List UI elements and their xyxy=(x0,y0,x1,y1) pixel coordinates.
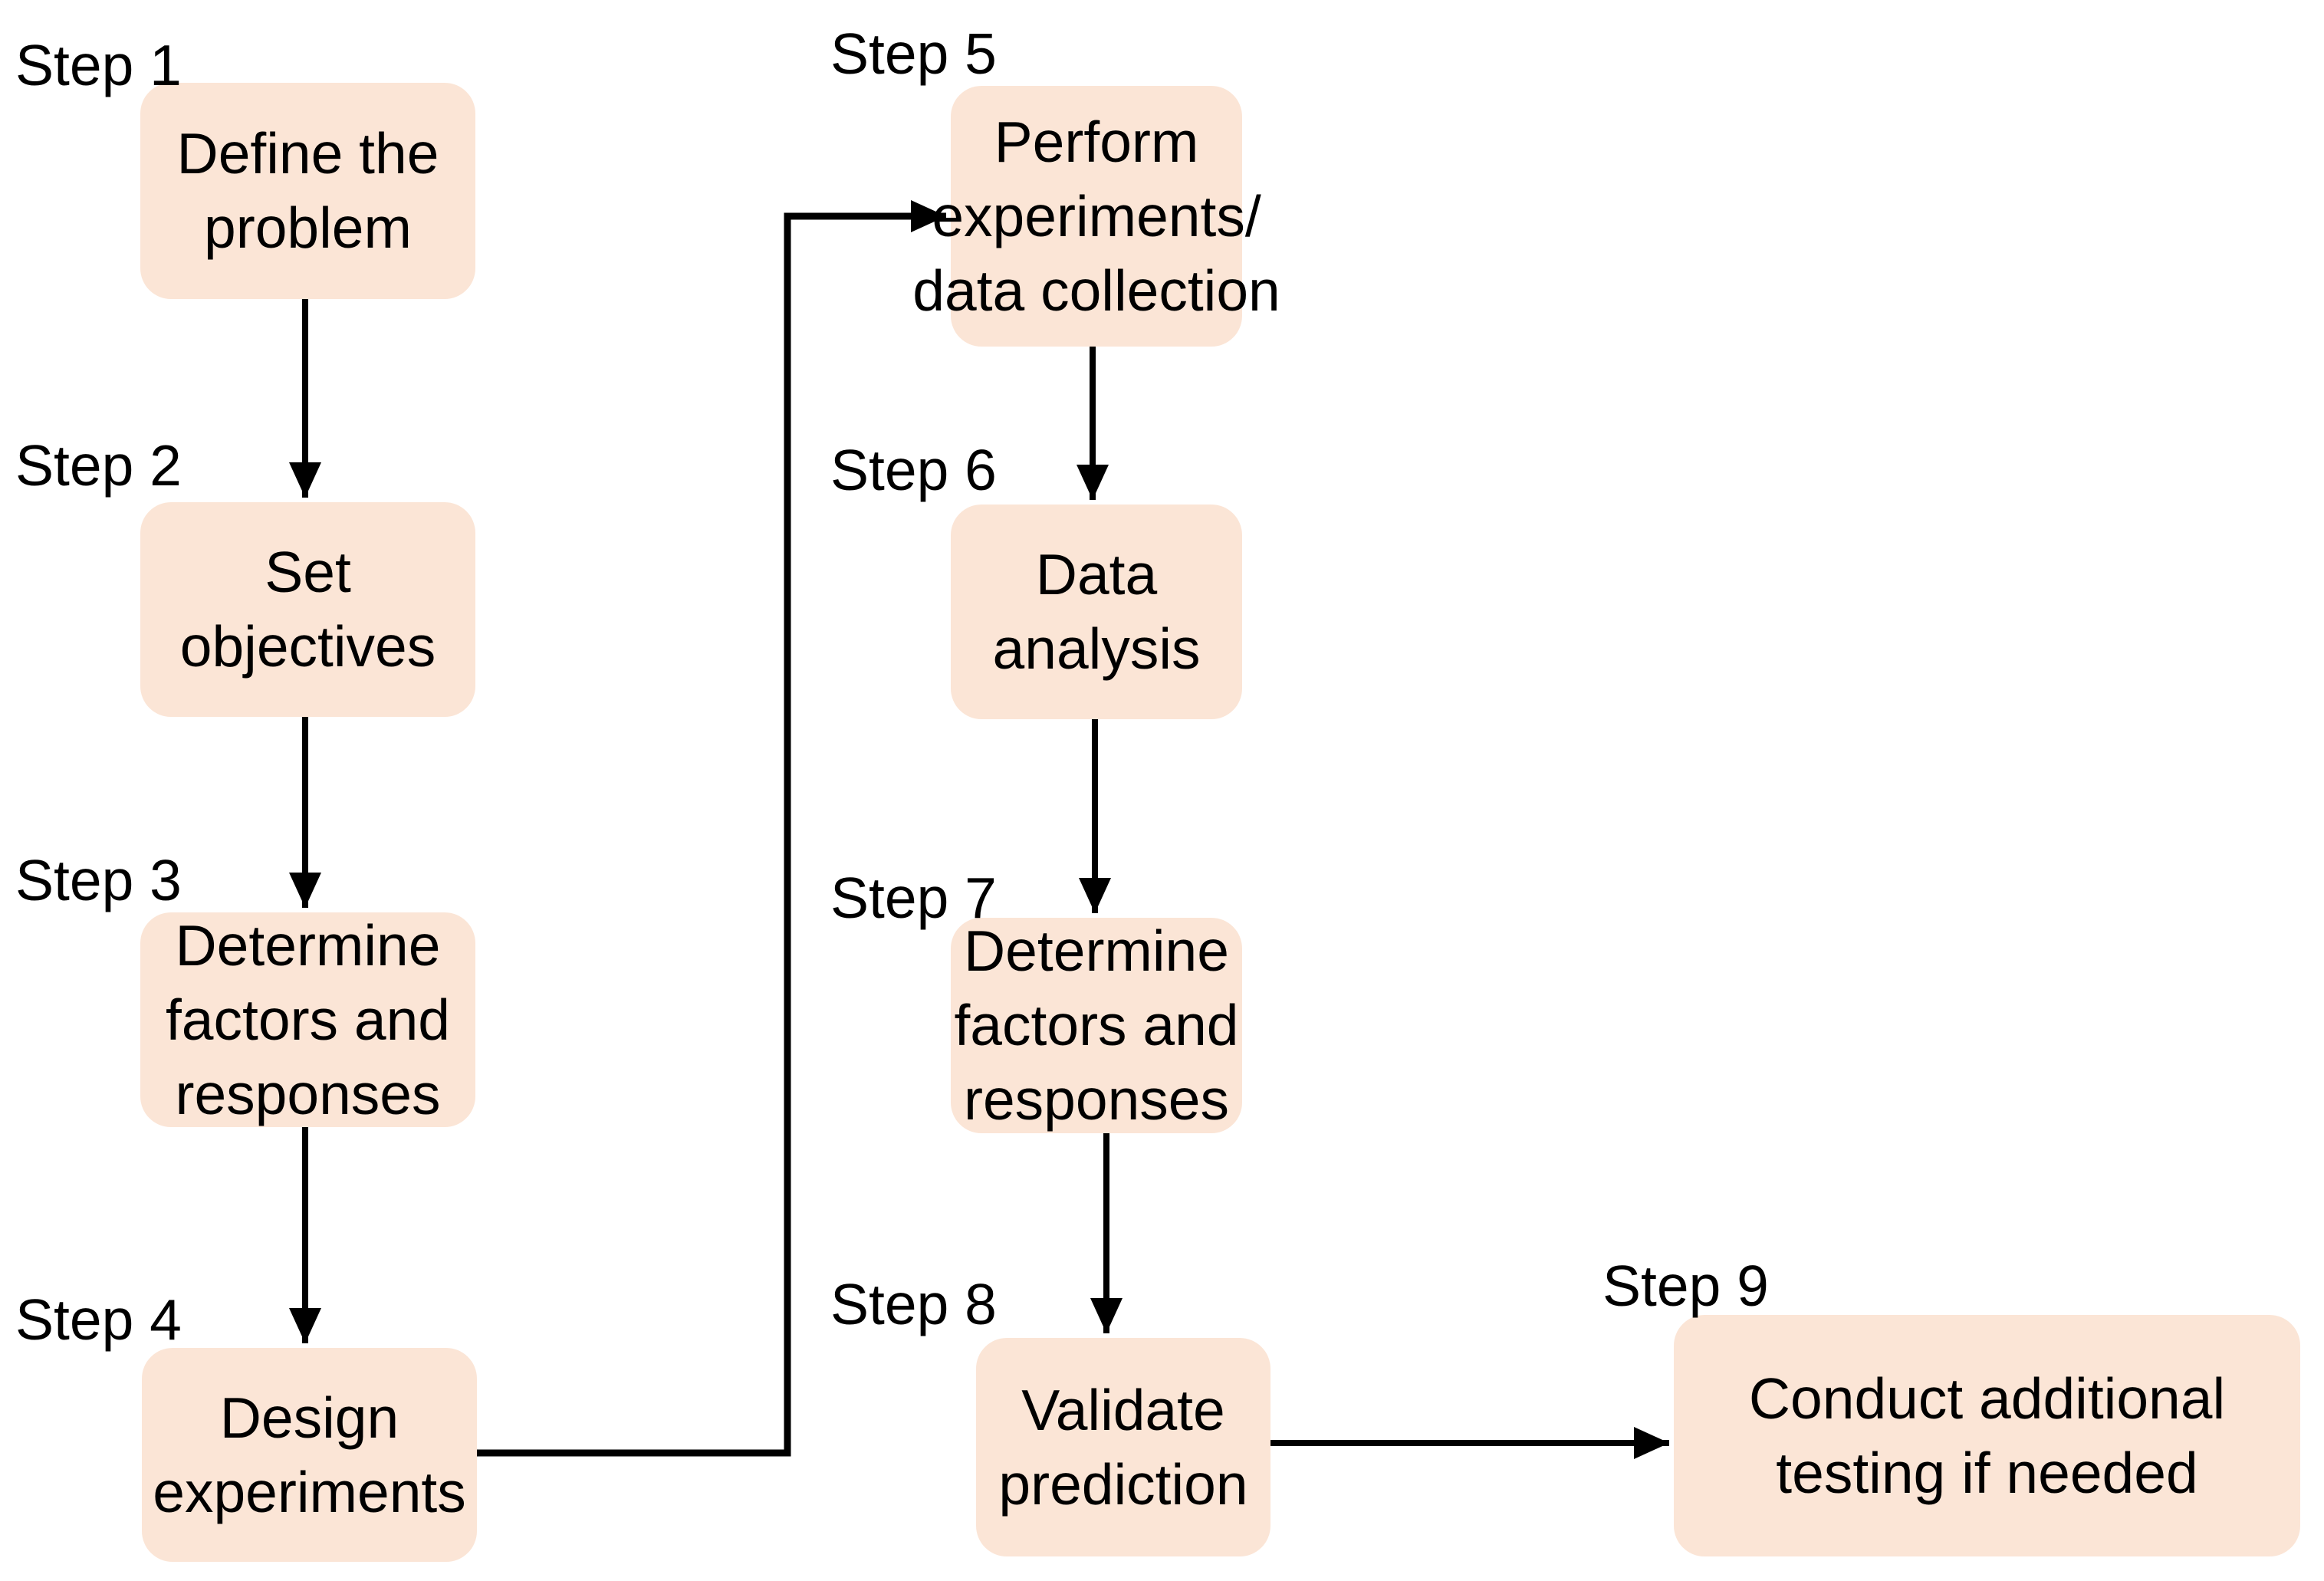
step-1-box-text: Define the xyxy=(176,121,439,186)
step-2-label: Step 2 xyxy=(15,433,182,498)
step-5-box-text: data collection xyxy=(912,258,1280,323)
step-4-box: Design experiments xyxy=(142,1348,477,1562)
step-8-label: Step 8 xyxy=(830,1272,997,1336)
step-6-label: Step 6 xyxy=(830,438,997,502)
step-7-box: Determine factors and responses xyxy=(951,918,1242,1133)
arrow-step4-to-step5 xyxy=(477,200,946,1457)
step-9-box-text: Conduct additional xyxy=(1748,1366,2226,1431)
step-5-box-text: Perform xyxy=(994,109,1199,174)
step-8-box-text: prediction xyxy=(998,1451,1248,1517)
step-3-box-text: factors and xyxy=(165,987,451,1052)
step-2-box-text: Set xyxy=(265,540,351,604)
step-4-box-text: Design xyxy=(219,1385,399,1450)
step-4-box-text: experiments xyxy=(153,1459,466,1524)
step-1-box: Define the problem xyxy=(140,83,475,299)
step-8-box: Validate prediction xyxy=(976,1338,1270,1556)
step-9-box: Conduct additional testing if needed xyxy=(1674,1315,2300,1556)
step-6-box-text: analysis xyxy=(992,616,1201,681)
step-3-box-text: Determine xyxy=(175,912,441,978)
step-3-label: Step 3 xyxy=(15,848,182,912)
step-7-label: Step 7 xyxy=(830,866,997,930)
step-5-label: Step 5 xyxy=(830,21,997,86)
step-3-box: Determine factors and responses xyxy=(140,912,475,1127)
step-4-label: Step 4 xyxy=(15,1287,182,1352)
step-8-box-text: Validate xyxy=(1021,1377,1225,1442)
step-1-label: Step 1 xyxy=(15,33,182,97)
step-2-box: Set objectives xyxy=(140,502,475,717)
step-7-box-text: Determine xyxy=(964,919,1229,983)
step-7-box-text: responses xyxy=(963,1067,1230,1132)
step-6-box: Data analysis xyxy=(951,505,1242,719)
step-2-box-text: objectives xyxy=(179,614,436,679)
step-6-box-text: Data xyxy=(1035,542,1158,606)
step-7-box-text: factors and xyxy=(954,993,1239,1057)
step-5-box-text: experiments/ xyxy=(932,183,1261,248)
step-3-box-text: responses xyxy=(175,1061,441,1126)
step-9-label: Step 9 xyxy=(1602,1254,1769,1318)
step-5-box: Perform experiments/ data collection xyxy=(912,86,1280,347)
step-1-box-text: problem xyxy=(204,196,412,260)
step-9-box-text: testing if needed xyxy=(1776,1440,2198,1505)
